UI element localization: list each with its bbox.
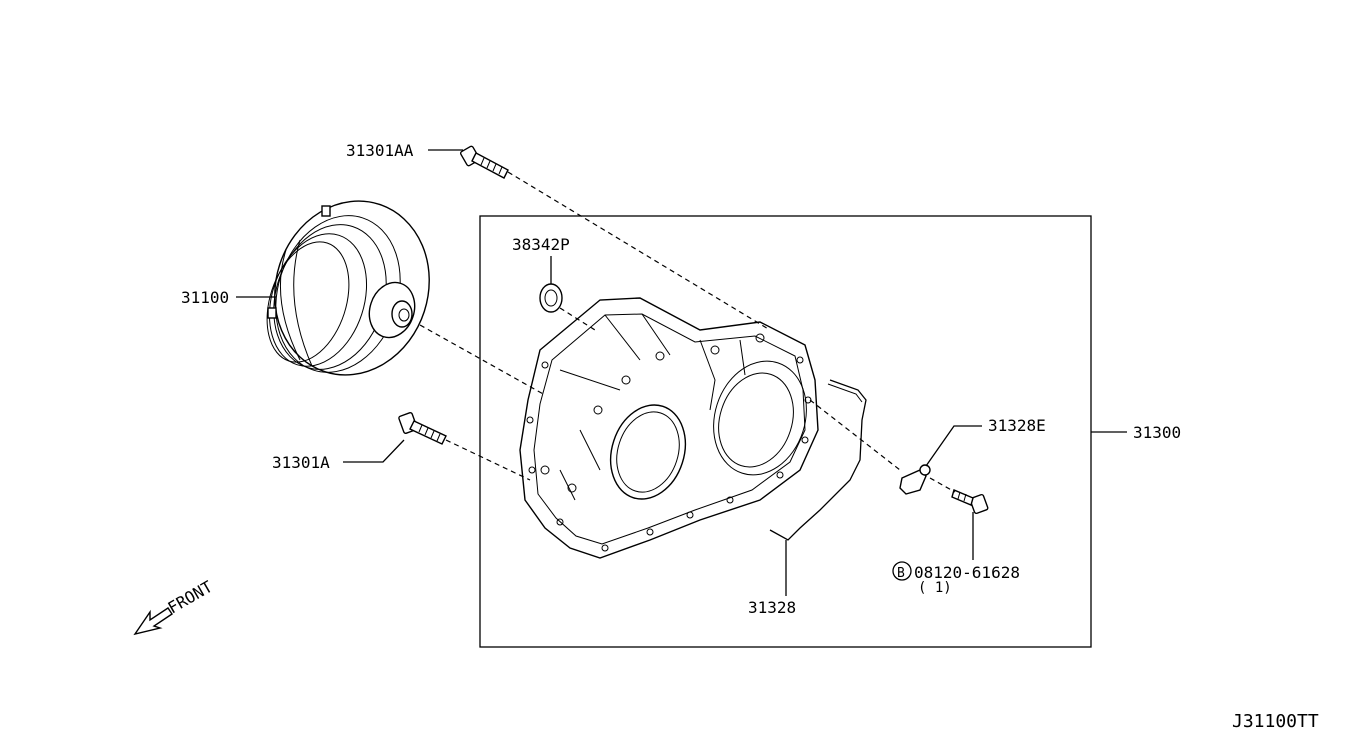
dash-converter	[419, 324, 546, 396]
label-08120-61628: 08120-61628	[914, 563, 1020, 582]
label-31301a: 31301A	[272, 453, 330, 472]
transmission-case[interactable]	[519, 297, 821, 559]
label-31100: 31100	[181, 288, 229, 307]
leader-31301a	[343, 439, 405, 463]
bolt-31301aa[interactable]	[459, 145, 509, 179]
label-31328e: 31328E	[988, 416, 1046, 435]
label-bolt-symbol: B	[897, 566, 905, 581]
dash-31301aa	[507, 171, 771, 331]
dash-31301a	[445, 439, 531, 481]
torque-converter[interactable]	[253, 181, 452, 395]
label-31301aa: 31301AA	[346, 141, 414, 160]
leader-31328e	[925, 425, 982, 467]
bolt-31301a[interactable]	[398, 412, 447, 445]
label-31328: 31328	[748, 598, 796, 617]
bolt-symbol-circle	[892, 561, 912, 581]
oil-pipe[interactable]	[769, 379, 867, 541]
dash-clip	[809, 399, 901, 471]
dash-seal	[559, 307, 596, 331]
label-front: FRONT	[165, 577, 217, 618]
label-38342p: 38342P	[512, 235, 570, 254]
diagram-code: J31100TT	[1232, 711, 1319, 732]
label-31300: 31300	[1133, 423, 1181, 442]
front-arrow-icon	[133, 607, 173, 636]
dash-bolt-b	[929, 477, 956, 493]
oil-seal[interactable]	[539, 283, 563, 313]
clip-31328e[interactable]	[899, 464, 931, 495]
bolt-08120-61628[interactable]	[951, 489, 989, 515]
label-bolt-qty: ( 1)	[918, 580, 952, 596]
